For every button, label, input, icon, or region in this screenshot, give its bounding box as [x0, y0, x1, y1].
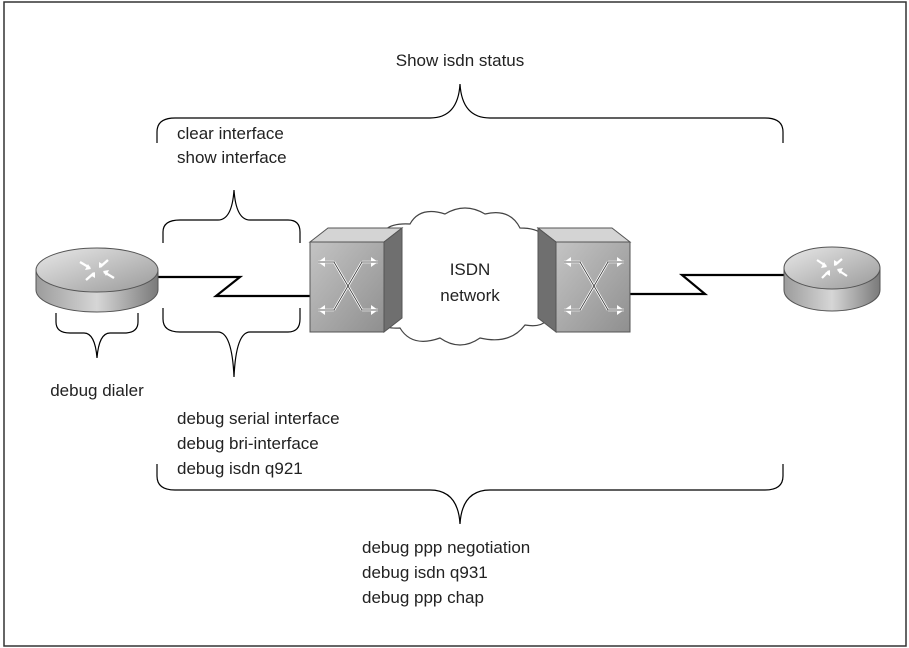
brace-icon: [156, 464, 784, 525]
brace-icon: [55, 313, 139, 359]
cloud-label-2: network: [440, 286, 500, 305]
isdn-switch-icon: [308, 226, 404, 334]
left-upper-label-2: show interface: [177, 148, 287, 167]
cloud-icon: ISDN network: [377, 207, 550, 346]
serial-link-icon: [628, 273, 788, 296]
brace-icon: [162, 308, 301, 378]
brace-icon: [162, 189, 301, 243]
top-label: Show isdn status: [396, 51, 525, 70]
router-icon: [783, 246, 881, 312]
left-upper-label-1: clear interface: [177, 124, 284, 143]
cloud-label-1: ISDN: [450, 260, 491, 279]
brace-icon: [156, 83, 784, 143]
middle-label-1: debug serial interface: [177, 409, 340, 428]
bottom-label-3: debug ppp chap: [362, 588, 484, 607]
router-label: debug dialer: [50, 381, 144, 400]
isdn-switch-icon: [536, 226, 632, 334]
middle-label-2: debug bri-interface: [177, 434, 319, 453]
frame-border: [3, 1, 907, 647]
serial-link-icon: [153, 275, 310, 298]
router-icon: [35, 247, 159, 313]
bottom-label-2: debug isdn q931: [362, 563, 488, 582]
bottom-label-1: debug ppp negotiation: [362, 538, 530, 557]
middle-label-3: debug isdn q921: [177, 459, 303, 478]
